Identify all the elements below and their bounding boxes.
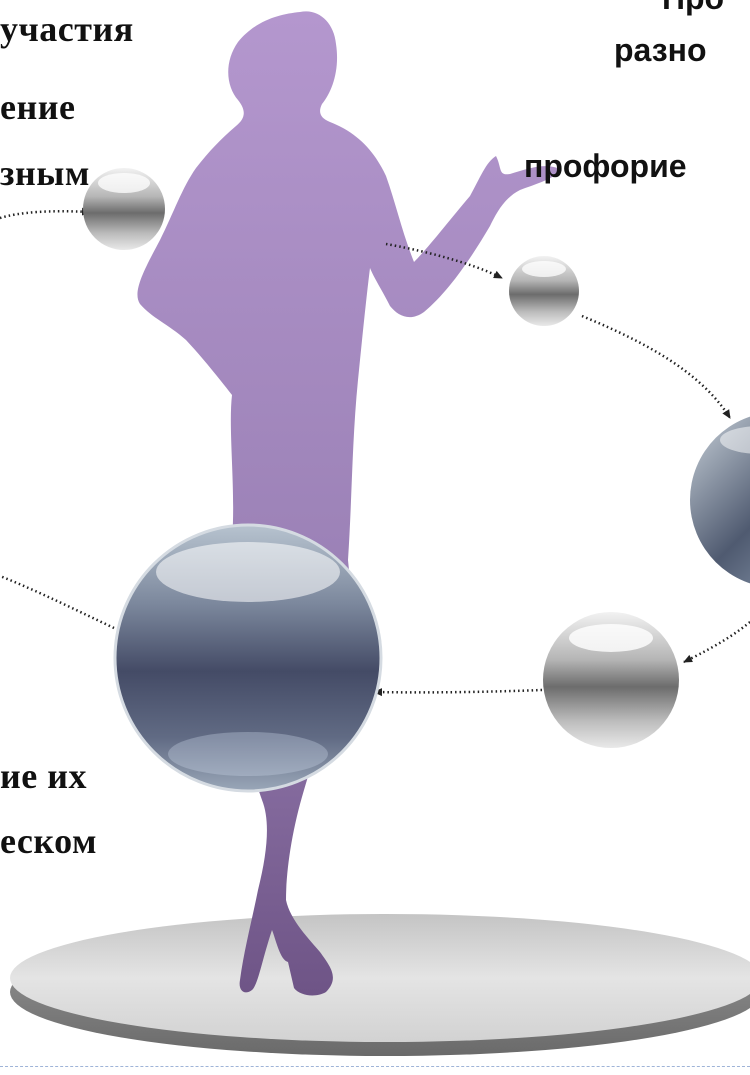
sphere-upper-left <box>83 168 165 250</box>
connector-left-to-upper-sphere <box>0 211 90 218</box>
connector-lower-to-big-sphere <box>374 690 542 692</box>
sphere-lower-left-large <box>115 525 381 791</box>
woman-silhouette <box>137 11 562 995</box>
left-text-line-2: ение <box>0 86 75 128</box>
slide-bottom-divider <box>0 1066 750 1067</box>
left-text-line-4: ие их <box>0 755 87 797</box>
connector-small-to-right-sphere <box>582 316 730 418</box>
right-text-line-1: Про <box>662 0 724 17</box>
right-text-line-3: профорие <box>524 148 687 185</box>
connector-big-sphere-to-left <box>0 576 114 628</box>
connector-right-to-lower-sphere <box>684 622 750 662</box>
sphere-right-large <box>690 412 750 588</box>
left-text-line-5: еском <box>0 820 97 862</box>
left-text-line-3: зным <box>0 152 90 194</box>
platform <box>10 914 750 1056</box>
right-text-line-2: разно <box>614 32 707 69</box>
left-text-line-1: участия <box>0 8 134 50</box>
sphere-lower-right <box>543 612 679 748</box>
sphere-upper-right-small <box>509 256 579 326</box>
